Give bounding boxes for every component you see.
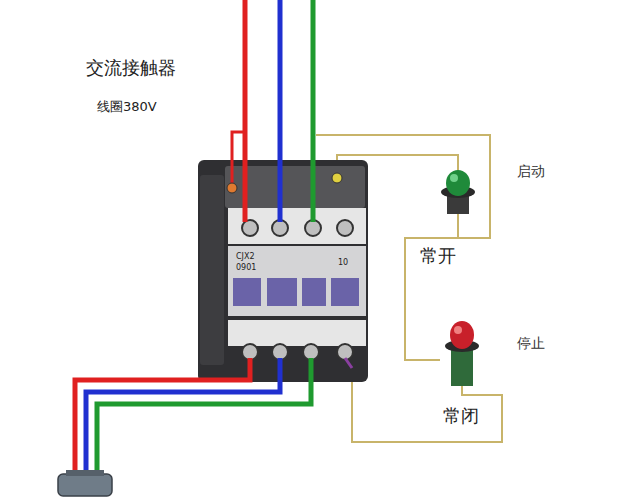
terminal-screw xyxy=(242,344,258,360)
indicator-window xyxy=(331,278,359,306)
terminal-screw xyxy=(242,220,258,236)
terminal-screw xyxy=(337,220,353,236)
model-label: 10 xyxy=(338,258,348,267)
control-wire xyxy=(352,360,502,442)
contact-type-label: 常闭 xyxy=(443,406,479,427)
control-wire xyxy=(457,212,459,238)
motor-wire xyxy=(97,358,311,474)
button-label: 启动 xyxy=(517,163,545,179)
model-label: CJX2 xyxy=(236,252,255,261)
button-highlight xyxy=(450,174,458,182)
motor-wire xyxy=(75,358,250,474)
stop-button-cap xyxy=(450,321,474,349)
front-plate xyxy=(228,246,366,316)
coil-terminal xyxy=(227,183,237,193)
terminal-screw xyxy=(272,220,288,236)
coil-voltage-label: 线圈380V xyxy=(97,100,157,115)
terminal-screw xyxy=(337,344,353,360)
phase-wire xyxy=(278,0,283,222)
indicator-window xyxy=(302,278,326,306)
button-highlight xyxy=(454,326,462,334)
contactor-body xyxy=(198,160,368,382)
coil-terminal xyxy=(332,173,342,183)
side-panel xyxy=(200,175,224,365)
phase-wire xyxy=(311,0,316,222)
terminal-screw xyxy=(272,344,288,360)
terminal-plate xyxy=(228,208,366,244)
phase-wire xyxy=(243,0,248,222)
terminal-plate xyxy=(228,320,366,346)
coil-wire xyxy=(232,132,245,185)
indicator-window xyxy=(267,278,297,306)
motor xyxy=(58,474,112,496)
terminal-screw xyxy=(303,344,319,360)
motor-terminal-box xyxy=(66,470,104,476)
start-button-cap xyxy=(446,170,470,196)
aux-wire xyxy=(345,358,352,368)
button-label: 停止 xyxy=(517,335,545,351)
contact-type-label: 常开 xyxy=(420,246,456,267)
diagram-title: 交流接触器 xyxy=(86,58,176,79)
terminal-screw xyxy=(305,220,321,236)
model-label: 0901 xyxy=(236,263,256,272)
indicator-window xyxy=(233,278,261,306)
motor-wire xyxy=(86,358,280,474)
